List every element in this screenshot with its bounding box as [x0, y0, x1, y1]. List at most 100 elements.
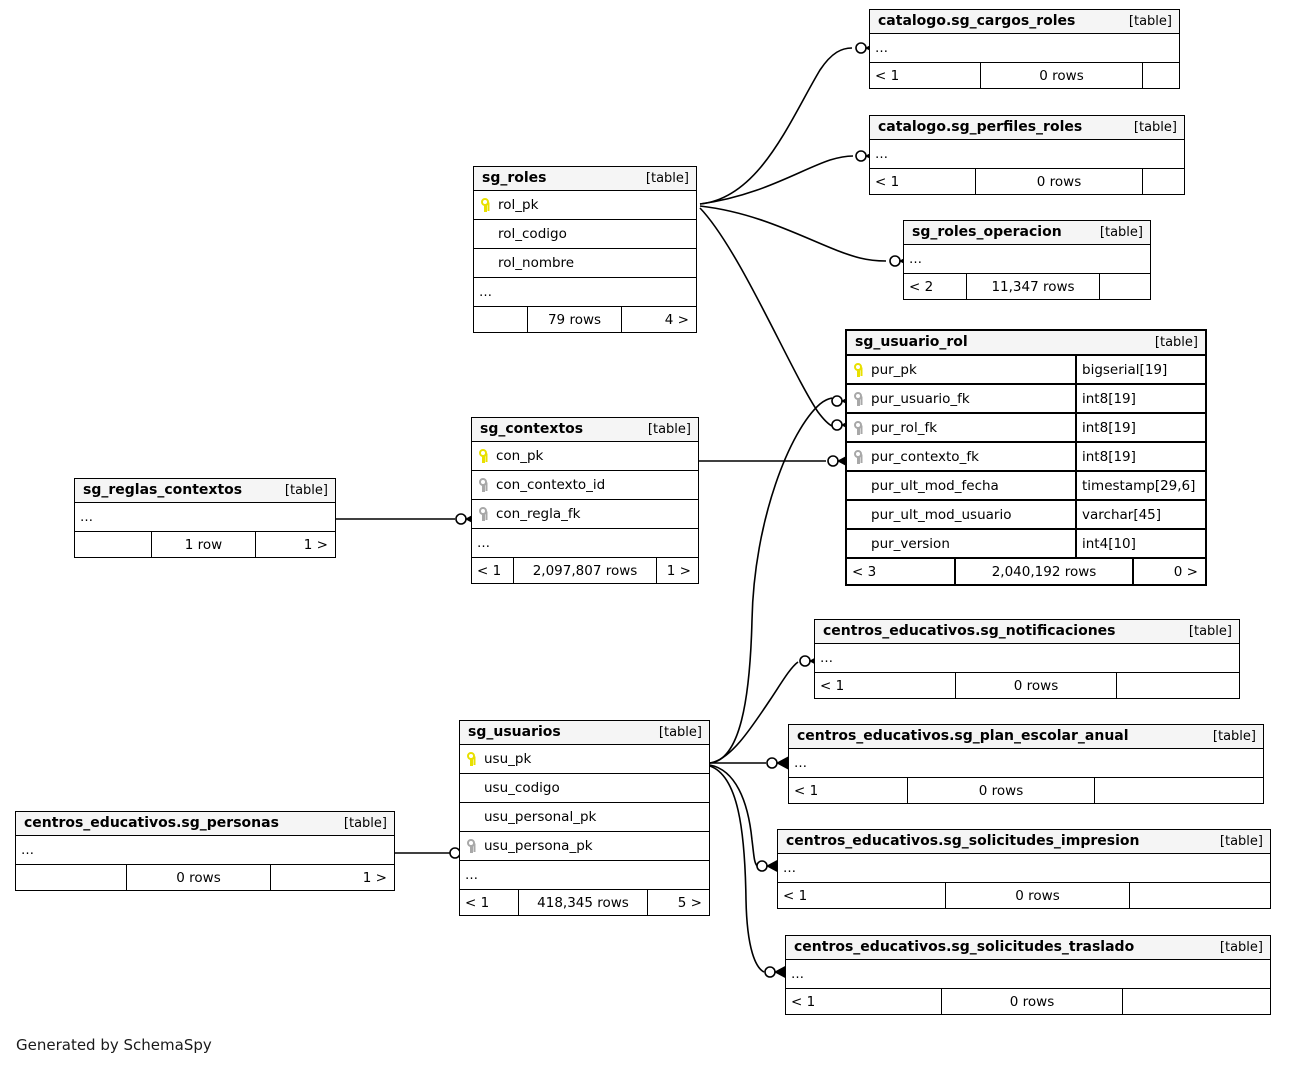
table-sg_solicitudes_traslado[interactable]: centros_educativos.sg_solicitudes_trasla… — [785, 935, 1271, 1015]
table-header: catalogo.sg_cargos_roles[table] — [870, 10, 1179, 34]
column-row[interactable]: pur_version int4[10] — [847, 530, 1205, 559]
column-name-cell: rol_codigo — [474, 226, 696, 242]
table-sg_personas[interactable]: centros_educativos.sg_personas [table] …0 … — [15, 811, 395, 891]
primary-key-icon — [853, 362, 864, 378]
schemaspy-credit: Generated by SchemaSpy — [16, 1036, 212, 1054]
relationship-line — [709, 764, 758, 867]
column-label: usu_personal_pk — [484, 809, 597, 825]
column-label: con_contexto_id — [496, 477, 606, 493]
table-title: centros_educativos.sg_personas — [24, 815, 279, 831]
footer-parents-count: < 1 — [465, 894, 490, 911]
more-columns-row[interactable]: … — [472, 529, 698, 558]
column-type: int8[19] — [1075, 414, 1205, 441]
column-name-cell: pur_contexto_fk — [847, 449, 1075, 465]
table-header: catalogo.sg_perfiles_roles[table] — [870, 116, 1184, 140]
column-row[interactable]: con_regla_fk — [472, 500, 698, 529]
more-columns-row[interactable]: … — [789, 749, 1263, 778]
more-columns-row[interactable]: … — [460, 861, 709, 890]
column-label: pur_usuario_fk — [871, 390, 970, 407]
more-columns-row[interactable]: … — [778, 854, 1270, 883]
table-type-tag: [table] — [645, 170, 689, 186]
footer-children-count: 4 > — [664, 311, 689, 328]
column-name-cell: pur_usuario_fk — [847, 391, 1075, 407]
table-title: sg_usuario_rol — [855, 334, 968, 350]
foreign-key-icon — [478, 477, 489, 493]
column-name-cell: rol_pk — [474, 197, 696, 213]
more-columns-row[interactable]: … — [474, 278, 696, 307]
footer-row-count: 0 rows — [126, 865, 271, 890]
table-sg_roles[interactable]: sg_roles[table] rol_pk rol_codigo rol_nombr… — [473, 166, 697, 333]
primary-key-icon — [478, 448, 489, 464]
column-row[interactable]: rol_codigo — [474, 220, 696, 249]
more-columns-row[interactable]: … — [75, 503, 335, 532]
footer-row-count: 2,097,807 rows — [513, 558, 657, 583]
column-label: rol_pk — [498, 197, 539, 213]
foreign-key-icon — [853, 420, 864, 436]
table-title: catalogo.sg_perfiles_roles — [878, 119, 1083, 135]
footer-row-count: 79 rows — [527, 307, 622, 332]
table-sg_plan_escolar_anual[interactable]: centros_educativos.sg_plan_escolar_anual… — [788, 724, 1264, 804]
more-columns-row[interactable]: … — [786, 960, 1270, 989]
footer-children-count: 5 > — [677, 894, 702, 911]
table-type-tag: [table] — [658, 724, 702, 740]
column-row[interactable]: usu_persona_pk — [460, 832, 709, 861]
foreign-key-icon — [478, 506, 489, 522]
more-columns-row[interactable]: … — [16, 836, 394, 865]
column-row[interactable]: con_pk — [472, 442, 698, 471]
footer-parents-count: < 2 — [909, 278, 934, 295]
footer-row-count: 0 rows — [980, 63, 1143, 88]
footer-parents-count: < 1 — [875, 173, 900, 190]
table-title: sg_usuarios — [468, 724, 561, 740]
column-row[interactable]: rol_pk — [474, 191, 696, 220]
column-type: int8[19] — [1075, 385, 1205, 412]
footer-row-count: 418,345 rows — [518, 890, 648, 915]
column-type: timestamp[29,6] — [1075, 472, 1205, 499]
table-sg_cargos_roles[interactable]: catalogo.sg_cargos_roles[table]… < 1 0 row… — [869, 9, 1180, 89]
foreign-key-icon — [853, 391, 864, 407]
relationship-line — [699, 207, 833, 427]
table-footer: < 2 11,347 rows — [904, 274, 1150, 299]
table-type-tag: [table] — [343, 815, 387, 831]
more-columns-row[interactable]: … — [815, 644, 1239, 673]
column-row[interactable]: con_contexto_id — [472, 471, 698, 500]
table-sg_solicitudes_impresion[interactable]: centros_educativos.sg_solicitudes_impres… — [777, 829, 1271, 909]
column-label: pur_ult_mod_usuario — [871, 506, 1012, 523]
column-row[interactable]: usu_personal_pk — [460, 803, 709, 832]
column-row[interactable]: usu_codigo — [460, 774, 709, 803]
column-row[interactable]: pur_usuario_fk int8[19] — [847, 385, 1205, 414]
column-type: int4[10] — [1075, 530, 1205, 557]
table-title: sg_contextos — [480, 421, 584, 437]
table-title: sg_reglas_contextos — [83, 482, 243, 498]
column-row[interactable]: rol_nombre — [474, 249, 696, 278]
column-row[interactable]: usu_pk — [460, 745, 709, 774]
footer-parents-count: < 1 — [875, 67, 900, 84]
table-sg_notificaciones[interactable]: centros_educativos.sg_notificaciones[tab… — [814, 619, 1240, 699]
table-header: sg_usuarios [table] — [460, 721, 709, 745]
table-header: sg_roles[table] — [474, 167, 696, 191]
footer-children-count — [1117, 673, 1239, 698]
more-columns-row[interactable]: … — [870, 140, 1184, 169]
footer-children-count — [1143, 63, 1179, 88]
footer-children-count: 0 > — [1173, 563, 1198, 580]
column-label: pur_version — [871, 535, 950, 552]
footer-row-count: 11,347 rows — [966, 274, 1100, 299]
more-columns-row[interactable]: … — [904, 245, 1150, 274]
more-columns-row[interactable]: … — [870, 34, 1179, 63]
footer-row-count: 1 row — [151, 532, 256, 557]
footer-children-count — [1130, 883, 1270, 908]
